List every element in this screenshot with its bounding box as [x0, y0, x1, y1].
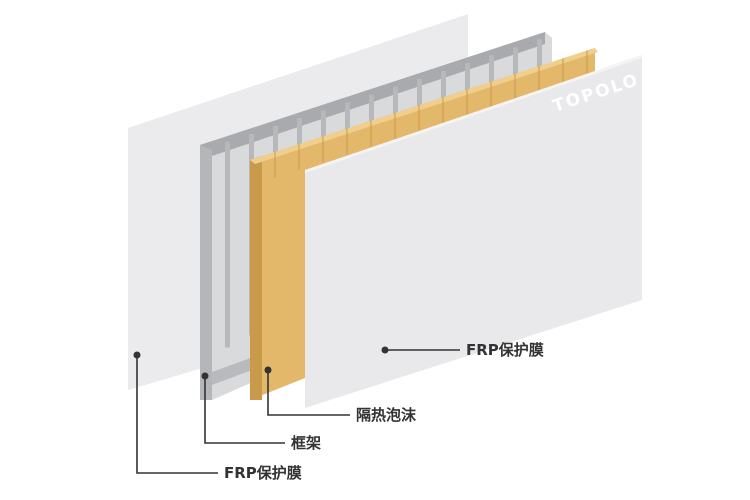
frame-stud	[225, 141, 230, 348]
leader-dot-foam	[264, 366, 272, 374]
leader-back-frp	[136, 355, 218, 474]
leader-dot-frame	[201, 372, 209, 380]
label-foam: 隔热泡沫	[356, 406, 417, 424]
label-back-frp: FRP保护膜	[224, 464, 302, 482]
leader-dot-back-frp	[133, 351, 141, 359]
leader-foam	[267, 370, 350, 416]
label-front-frp: FRP保护膜	[466, 341, 544, 359]
leader-dot-front-frp	[381, 346, 389, 354]
label-frame: 框架	[291, 434, 322, 452]
leader-frame	[204, 376, 285, 444]
